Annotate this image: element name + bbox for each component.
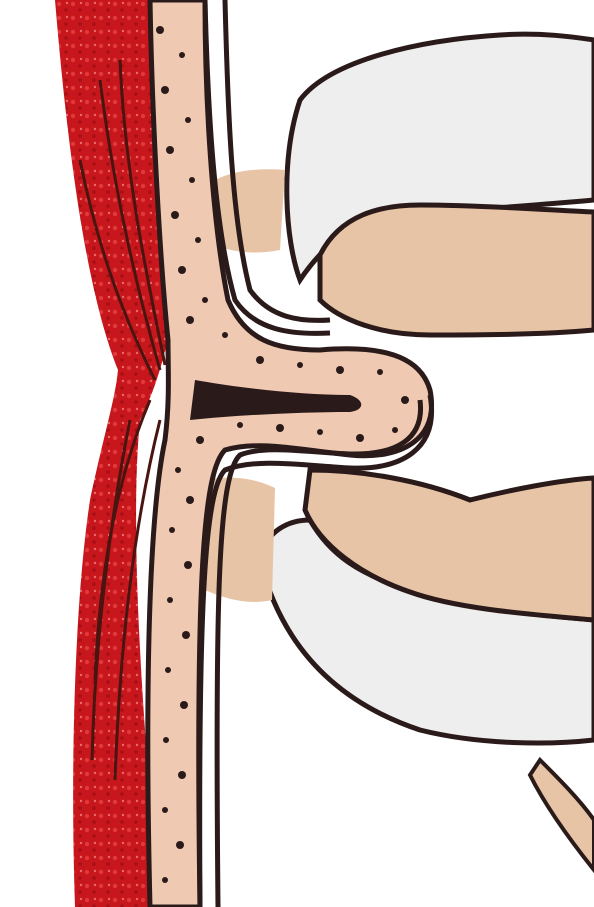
upper-peach-lobe <box>320 205 594 335</box>
left-upper-peach-fill <box>215 169 285 252</box>
